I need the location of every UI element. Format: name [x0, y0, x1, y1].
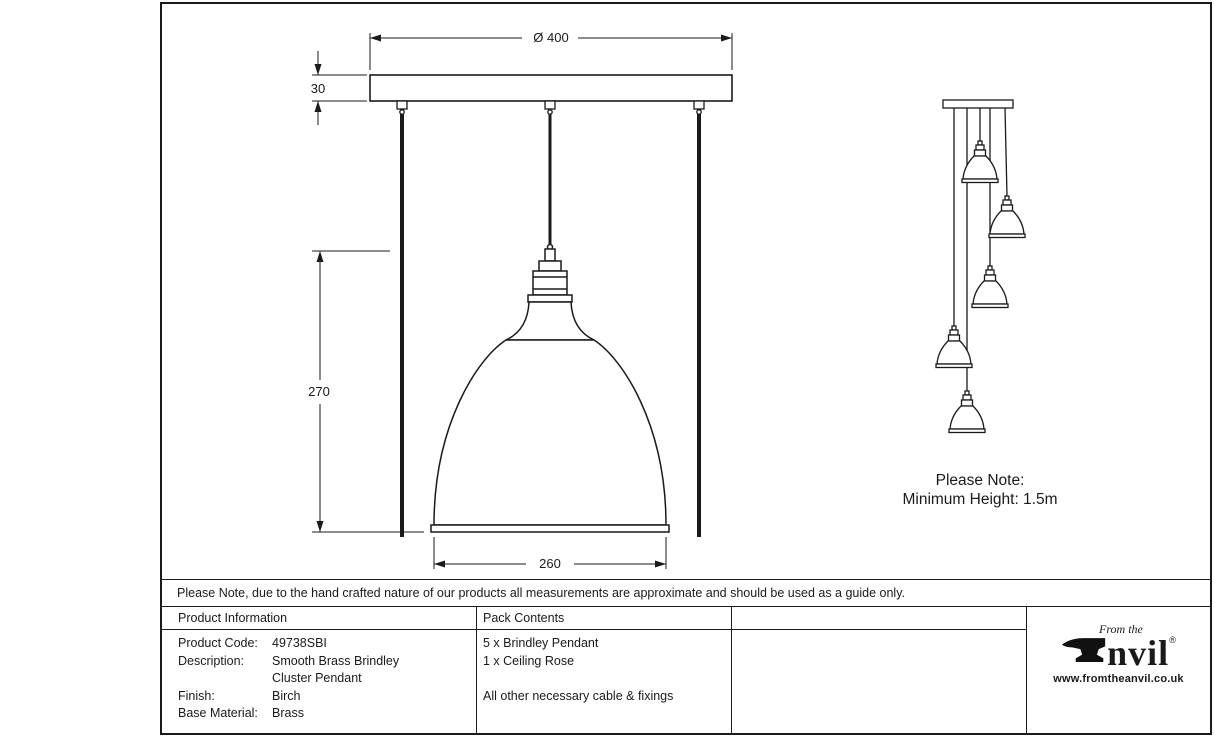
pack-contents-header: Pack Contents	[477, 607, 732, 630]
dimension-labels: Ø 400 30 270 260	[308, 30, 569, 571]
cable-fittings	[396, 100, 705, 115]
cluster-view	[935, 99, 1026, 434]
dim-thickness-label: 30	[311, 81, 325, 96]
pack-contents-line	[483, 670, 731, 688]
pendant-shade	[433, 339, 667, 526]
pendant	[430, 243, 670, 533]
cables	[400, 104, 701, 537]
product-info-body: Product Code: 49738SBI Description: Smoo…	[162, 630, 477, 733]
anvil-logo: From the nvil ® www.fromtheanvil.co.uk	[1027, 607, 1210, 733]
empty-header-cell	[732, 607, 1027, 630]
pack-contents-line: All other necessary cable & fixings	[483, 688, 674, 703]
anvil-icon	[1062, 638, 1106, 663]
disclaimer-row: Please Note, due to the hand crafted nat…	[162, 579, 1210, 606]
logo-registered-mark: ®	[1169, 635, 1176, 645]
empty-body-cell	[732, 630, 1027, 733]
product-info-row: Description: Smooth Brass Brindley	[178, 653, 400, 668]
product-info-row: Base Material: Brass	[178, 706, 304, 720]
footer-table: Product Information Pack Contents From t…	[162, 606, 1210, 733]
pack-contents-body: 5 x Brindley Pendant 1 x Ceiling Rose Al…	[477, 630, 732, 733]
cluster-cables	[953, 107, 1008, 391]
logo-from-the: From the	[1099, 622, 1143, 636]
drawing-sheet: Ø 400 30 270 260	[160, 2, 1212, 735]
cluster-ceiling-plate	[942, 99, 1014, 109]
product-info-header: Product Information	[162, 607, 477, 630]
logo-url: www.fromtheanvil.co.uk	[1053, 673, 1184, 685]
technical-drawing: Ø 400 30 270 260	[162, 4, 1210, 579]
mini-pendant-2	[988, 195, 1026, 239]
dimension-lines	[312, 33, 733, 569]
product-info-row: Product Code: 49738SBI	[178, 636, 327, 650]
dim-width-label: 260	[539, 556, 561, 571]
logo-main: nvil ®	[1061, 633, 1176, 673]
technical-drawing-svg: Ø 400 30 270 260	[308, 30, 1057, 571]
cluster-note-body: Minimum Height: 1.5m	[902, 491, 1057, 508]
pendant-collar	[538, 260, 562, 272]
product-info-row: Finish: Birch	[178, 688, 301, 703]
pendant-flange	[527, 294, 573, 303]
mini-pendant-3	[971, 265, 1009, 309]
pendant-rim	[430, 524, 670, 533]
ceiling-plate	[369, 74, 733, 102]
pendant-neck	[505, 301, 595, 341]
pendant-cord-grip	[544, 248, 556, 262]
pack-contents-line: 1 x Ceiling Rose	[483, 653, 575, 668]
mini-pendant-5	[948, 390, 986, 434]
dim-height-label: 270	[308, 384, 330, 399]
cluster-note: Please Note: Minimum Height: 1.5m	[902, 472, 1057, 508]
dim-diameter-label: Ø 400	[533, 30, 568, 45]
disclaimer-text: Please Note, due to the hand crafted nat…	[177, 586, 906, 600]
pack-contents-line: 5 x Brindley Pendant	[483, 636, 599, 650]
pendant-lampholder	[532, 270, 568, 296]
product-info-row: Cluster Pendant	[272, 671, 362, 685]
logo-name: nvil	[1107, 633, 1170, 673]
cluster-note-title: Please Note:	[936, 472, 1025, 489]
